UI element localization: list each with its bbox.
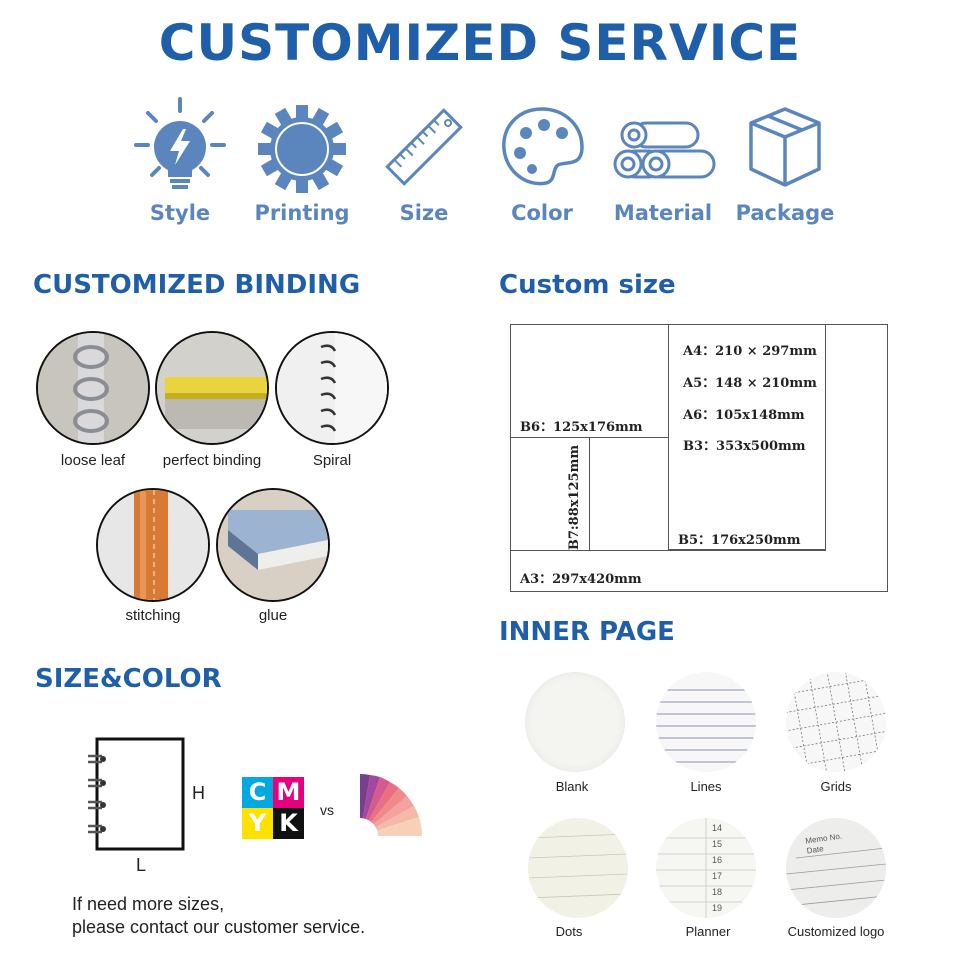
planner-number: 14 <box>712 823 723 833</box>
inner-page-label: Blank <box>555 779 589 794</box>
service-label: Package <box>735 201 835 225</box>
binding-label: loose leaf <box>60 452 126 469</box>
service-label: Color <box>511 201 573 225</box>
size-divider-a3 <box>510 550 826 551</box>
service-size: Size <box>364 95 484 225</box>
planner-number: 16 <box>712 855 723 865</box>
planner-number: 18 <box>712 887 723 897</box>
color-fan-icon <box>352 774 422 840</box>
custom-size-heading: Custom size <box>499 270 676 300</box>
cmyk-magenta: M <box>273 777 304 808</box>
planner-page-image: 14 15 16 17 18 19 <box>656 818 756 918</box>
size-label-b7: B7:88x125mm <box>567 444 583 551</box>
planner-number: 17 <box>712 871 723 881</box>
contact-line-1: If need more sizes, <box>72 894 225 914</box>
inner-page-label: Lines <box>690 779 722 794</box>
service-label: Material <box>613 201 713 225</box>
size-divider-b7 <box>589 437 590 550</box>
size-label-b6: B6：125x176mm <box>520 420 643 435</box>
size-color-heading: SIZE&COLOR <box>35 664 222 694</box>
gear-icon <box>258 105 346 193</box>
cmyk-cyan: C <box>242 777 273 808</box>
grids-page-image <box>786 672 886 772</box>
vs-label: vs <box>320 802 334 818</box>
box-icon <box>749 107 821 187</box>
blank-page-image <box>525 672 625 772</box>
cmyk-block: C M Y K <box>242 777 304 839</box>
size-label-a6: A6：105x148mm <box>683 408 805 423</box>
dots-page-image <box>528 818 628 918</box>
ruler-icon <box>385 108 463 186</box>
service-label: Style <box>149 201 211 225</box>
lightbulb-icon <box>134 97 226 189</box>
service-color: Color <box>482 95 602 225</box>
size-label-b5: B5：176x250mm <box>678 533 801 548</box>
cmyk-yellow: Y <box>242 808 273 839</box>
inner-page-label: Customized logo <box>787 924 885 939</box>
size-label-b3: B3：353x500mm <box>683 439 806 454</box>
inner-page-heading: INNER PAGE <box>499 617 675 647</box>
cmyk-black: K <box>273 808 304 839</box>
binding-heading: CUSTOMIZED BINDING <box>33 270 361 300</box>
inner-page-label: Planner <box>685 924 731 939</box>
service-label: Size <box>399 201 449 225</box>
width-label: L <box>136 855 147 875</box>
spiral-image <box>275 331 389 445</box>
inner-page-label: Grids <box>820 779 852 794</box>
paper-rolls-icon <box>613 121 716 179</box>
service-printing: Printing <box>242 95 362 225</box>
stitching-image <box>96 488 210 602</box>
height-label: H <box>192 783 205 803</box>
lines-page-image <box>656 672 756 772</box>
binding-label: Spiral <box>312 452 352 469</box>
loose-leaf-image <box>36 331 150 445</box>
size-label-a4: A4：210 × 297mm <box>683 344 817 359</box>
glue-image <box>216 488 330 602</box>
size-label-a3: A3：297x420mm <box>520 572 642 587</box>
service-package: Package <box>725 95 845 225</box>
planner-numbers: 14 15 16 17 18 19 <box>712 820 722 916</box>
service-label: Printing <box>254 201 350 225</box>
planner-number: 19 <box>712 903 723 913</box>
planner-number: 15 <box>712 839 723 849</box>
perfect-binding-image <box>155 331 269 445</box>
palette-icon <box>502 107 584 186</box>
service-style: Style <box>120 95 240 225</box>
page-title: CUSTOMIZED SERVICE <box>158 14 802 72</box>
customized-logo-page-image: Memo No. Date <box>786 818 886 918</box>
binding-label: glue <box>258 607 288 624</box>
service-material: Material <box>603 95 723 225</box>
contact-note: If need more sizes, please contact our c… <box>72 893 365 939</box>
notebook-outline-icon <box>88 737 185 851</box>
size-label-a5: A5：148 × 210mm <box>683 376 817 391</box>
inner-page-label: Dots <box>555 924 583 939</box>
binding-label: stitching <box>125 607 181 624</box>
contact-line-2: please contact our customer service. <box>72 917 366 937</box>
binding-label: perfect binding <box>162 452 262 469</box>
